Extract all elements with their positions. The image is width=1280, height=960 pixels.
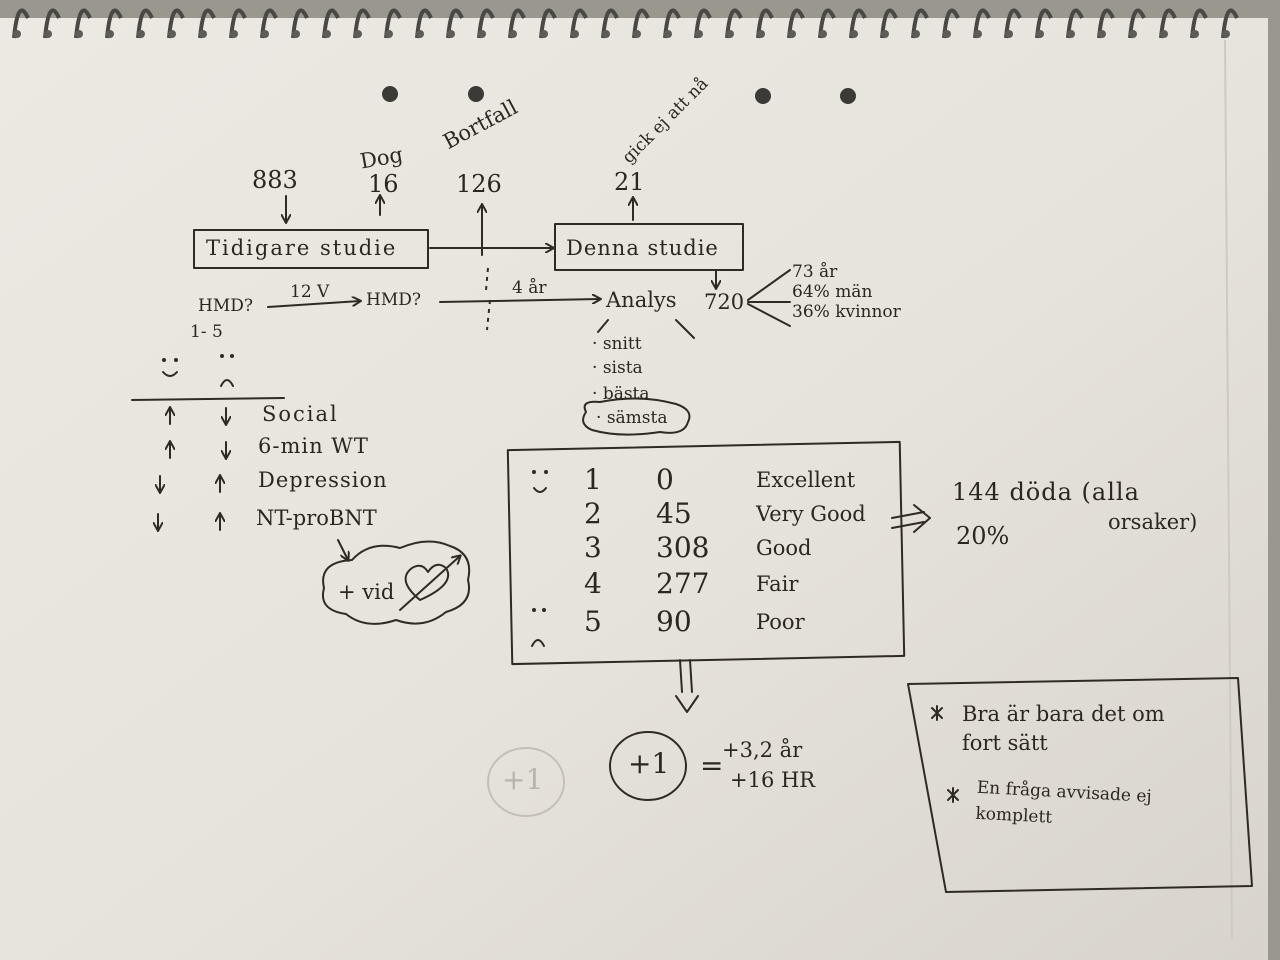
spiral-binding (12, 8, 1239, 39)
years-label: 4 år (512, 278, 547, 298)
rating-rank: 3 (584, 531, 602, 564)
notes-box (907, 677, 1253, 893)
prior-study-label: Tidigare studie (206, 236, 398, 260)
rating-count: 45 (656, 497, 692, 530)
ghost-plus-one: +1 (502, 763, 544, 796)
analysis-count: 720 (704, 290, 745, 314)
demo-age: 73 år (792, 262, 838, 282)
this-study-box (554, 223, 744, 271)
arrow-4-years (439, 299, 600, 302)
rating-label: Poor (756, 610, 805, 634)
bullet-star-icon (947, 787, 959, 803)
rating-count: 277 (656, 567, 710, 600)
equals-sign: = (700, 749, 724, 782)
worst-cloud (582, 397, 691, 436)
stat-worst: · sämsta (596, 408, 668, 428)
hmd-followup: HMD? (366, 290, 421, 310)
rating-rank: 1 (584, 463, 602, 496)
rating-count: 308 (656, 531, 710, 564)
rating-label: Good (756, 536, 812, 560)
died-count: 16 (368, 170, 399, 198)
rating-table-frame (506, 440, 906, 666)
hmd-baseline: HMD? (198, 296, 253, 316)
stat-mean: · snitt (592, 334, 642, 354)
prior-study-box (193, 229, 429, 269)
scale-label: 1- 5 (190, 322, 223, 342)
rating-count: 0 (656, 463, 674, 496)
result-hr: +16 HR (730, 768, 816, 792)
excluded-count: 21 (614, 168, 645, 196)
stats-splay (597, 319, 695, 339)
stat-best: · bästa (592, 384, 650, 404)
correlate-arrows (158, 408, 348, 560)
arrow-12v (267, 301, 360, 308)
happy-face-icon (162, 358, 178, 377)
down-double-arrow (675, 659, 699, 713)
deaths-line1: 144 döda (alla (952, 478, 1140, 506)
rating-rank: 5 (584, 605, 602, 638)
sad-face-icon (220, 354, 234, 387)
heart-cloud (322, 540, 471, 625)
demographics-brace (747, 269, 791, 327)
plus-one-label: +1 (628, 747, 670, 780)
rating-rank: 4 (584, 567, 602, 600)
table-sad-face-icon (531, 608, 546, 647)
punch-holes (382, 86, 856, 104)
correlate-social: Social (262, 402, 339, 426)
correlate-depression: Depression (258, 468, 388, 492)
paper-sheet (0, 18, 1268, 960)
time-divider (485, 267, 491, 331)
demo-women: 36% kvinnor (792, 302, 901, 322)
table-happy-face-icon (532, 470, 548, 493)
plus-one-circle (609, 731, 687, 801)
rating-label: Very Good (756, 502, 866, 526)
correlate-ntprobnp: NT-proBNT (256, 506, 377, 530)
demo-men: 64% män (792, 282, 873, 302)
prior-count: 883 (252, 166, 298, 194)
dropout-count: 126 (456, 170, 502, 198)
interval-label: 12 V (290, 282, 330, 302)
note-1: Bra är bara det om fort sätt (962, 702, 1165, 756)
correlates-divider (131, 397, 285, 401)
deaths-line2: orsaker) (1108, 510, 1198, 534)
result-years: +3,2 år (722, 738, 803, 762)
heart-note: + vid (338, 580, 395, 604)
page-edge (1224, 39, 1233, 941)
rating-count: 90 (656, 605, 692, 638)
analysis-label: Analys (606, 288, 677, 312)
rating-label: Excellent (756, 468, 856, 492)
heart-arrow-icon (399, 556, 460, 611)
rating-rank: 2 (584, 497, 602, 530)
deaths-percent: 20% (956, 522, 1010, 550)
bullet-star-icon (931, 705, 943, 721)
rating-label: Fair (756, 572, 799, 596)
ghost-circle (487, 747, 565, 817)
correlate-6mwt: 6-min WT (258, 434, 369, 458)
implies-arrow (891, 504, 931, 533)
stat-last: · sista (592, 358, 643, 378)
this-study-label: Denna studie (566, 236, 719, 260)
